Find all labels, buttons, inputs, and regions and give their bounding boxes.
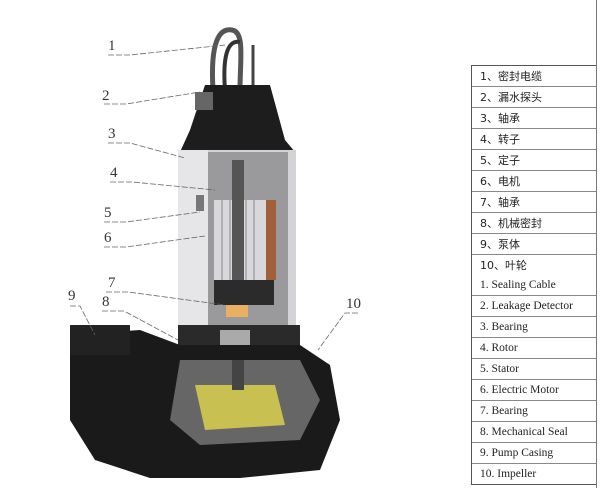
legend-row: 6、电机 (472, 171, 596, 192)
legend-row: 3. Bearing (472, 317, 596, 338)
legend-row: 4、转子 (472, 129, 596, 150)
callout-4: 4 (110, 165, 118, 181)
legend-row: 9. Pump Casing (472, 443, 596, 464)
legend-row: 8. Mechanical Seal (472, 422, 596, 443)
callout-10: 10 (346, 296, 361, 312)
callout-2: 2 (102, 88, 110, 104)
parts-legend-table: 1、密封电缆 2、漏水探头 3、轴承 4、转子 5、定子 6、电机 7、轴承 8… (471, 65, 597, 485)
legend-row: 2、漏水探头 (472, 87, 596, 108)
callout-3: 3 (108, 126, 116, 142)
legend-row: 2. Leakage Detector (472, 296, 596, 317)
legend-row: 9、泵体 (472, 234, 596, 255)
legend-row: 7. Bearing (472, 401, 596, 422)
rotor-shaft (232, 160, 244, 310)
legend-row: 7、轴承 (472, 192, 596, 213)
pump-cutaway-illustration (70, 27, 358, 478)
callout-6: 6 (104, 230, 112, 246)
legend-row: 3、轴承 (472, 108, 596, 129)
legend-row: 1. Sealing Cable (472, 275, 596, 296)
impeller (195, 385, 285, 430)
legend-row: 1、密封电缆 (472, 66, 596, 87)
callout-1: 1 (108, 38, 116, 54)
legend-row: 10. Impeller (480, 468, 537, 480)
legend-row: 5、定子 (472, 150, 596, 171)
callout-5: 5 (104, 205, 112, 221)
legend-row: 5. Stator (472, 359, 596, 380)
callout-7: 7 (108, 275, 116, 291)
callout-8: 8 (102, 294, 110, 310)
callout-9: 9 (68, 288, 76, 304)
legend-row: 10、叶轮 (480, 259, 527, 272)
legend-row: 6. Electric Motor (472, 380, 596, 401)
sealing-cable (209, 27, 244, 91)
frame-border (596, 0, 597, 488)
legend-row: 8、机械密封 (472, 213, 596, 234)
legend-row: 4. Rotor (472, 338, 596, 359)
